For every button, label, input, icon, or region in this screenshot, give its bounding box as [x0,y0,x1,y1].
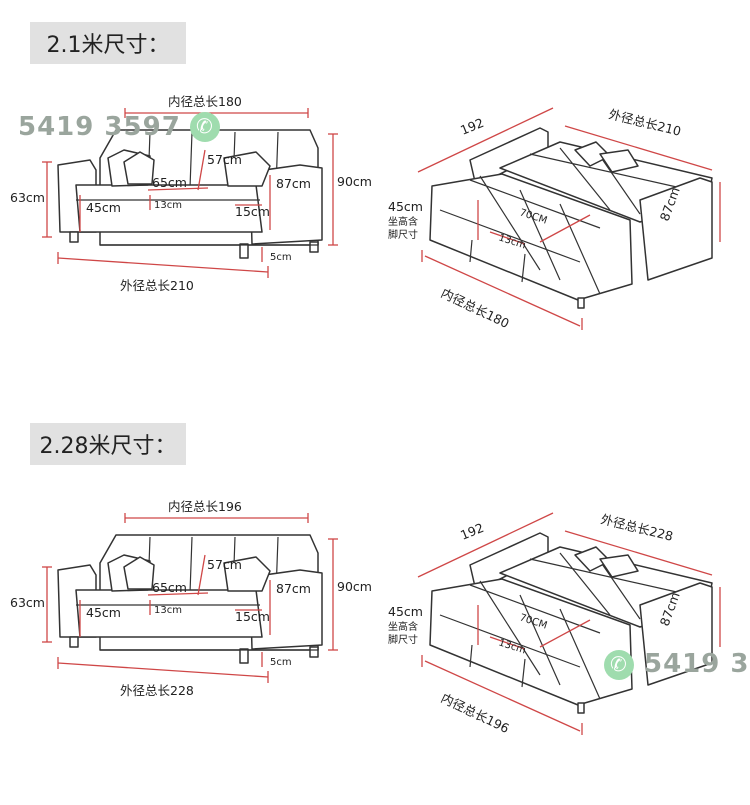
front-sofa-drawing [57,129,323,259]
front-leg-seat: 45cm [86,605,121,620]
bed-seat-label-3: 脚尺寸 [388,633,418,646]
bed-inner-length: 内径总长196 [439,690,512,736]
whatsapp-icon [190,112,220,142]
section-title-box: 2.1米尺寸： [30,22,186,64]
bed-seat-label-1: 45cm [388,604,423,619]
front-cushion: 13cm [154,200,182,211]
sofa-bed-drawing [429,127,713,309]
bed-width: 192 [458,520,486,543]
bed-outer-length: 外径总长210 [607,106,682,138]
front-seat-height: 63cm [10,595,45,610]
front-sofa-drawing [57,534,323,664]
front-seat-depth: 65cm [152,175,187,190]
section-title-box: 2.28米尺寸： [30,423,186,465]
front-arm: 15cm [235,609,270,624]
front-inner-length: 内径总长196 [168,499,242,514]
front-dimensions [42,513,338,683]
sofa-bed-drawing [429,532,713,714]
front-outer-length: 外径总长228 [120,683,194,698]
bed-seat-label-3: 脚尺寸 [388,228,418,241]
section-title: 2.28米尺寸： [39,434,177,459]
bed-seat-label-2: 坐高含 [388,620,418,633]
bed-inner-length: 内径总长180 [439,285,512,331]
front-seat-depth: 65cm [152,580,187,595]
front-leg: 5cm [270,657,292,668]
front-leg: 5cm [270,252,292,263]
front-dimensions [42,108,338,278]
front-total-height: 90cm [337,579,372,594]
watermark-phone: 5419 3597 [18,112,181,142]
front-back-height: 57cm [207,557,242,572]
front-arm: 15cm [235,204,270,219]
whatsapp-icon [604,650,634,680]
bed-dimensions [417,512,721,735]
watermark-phone: 5419 3 [644,649,750,679]
front-leg-seat: 45cm [86,200,121,215]
bed-outer-length: 外径总长228 [599,511,674,543]
front-depth: 87cm [276,581,311,596]
section-2-1m: 2.1米尺寸： [0,0,750,400]
section-title: 2.1米尺寸： [46,33,170,58]
bed-seat-label-1: 45cm [388,199,423,214]
bed-seat-label-2: 坐高含 [388,215,418,228]
bed-width: 192 [458,115,486,138]
front-depth: 87cm [276,176,311,191]
front-inner-length: 内径总长180 [168,94,242,109]
front-back-height: 57cm [207,152,242,167]
front-seat-height: 63cm [10,190,45,205]
front-cushion: 13cm [154,605,182,616]
sofa-diagram-1: 内径总长180 外径总长210 63cm 90cm 87cm 57cm 65cm… [10,94,721,331]
front-outer-length: 外径总长210 [120,278,194,293]
bed-dimensions [417,107,721,330]
front-total-height: 90cm [337,174,372,189]
sofa-diagram-2: 内径总长196 外径总长228 63cm 90cm 87cm 57cm 65cm… [10,499,721,736]
section-2-28m: 2.28米尺寸： [0,405,750,805]
